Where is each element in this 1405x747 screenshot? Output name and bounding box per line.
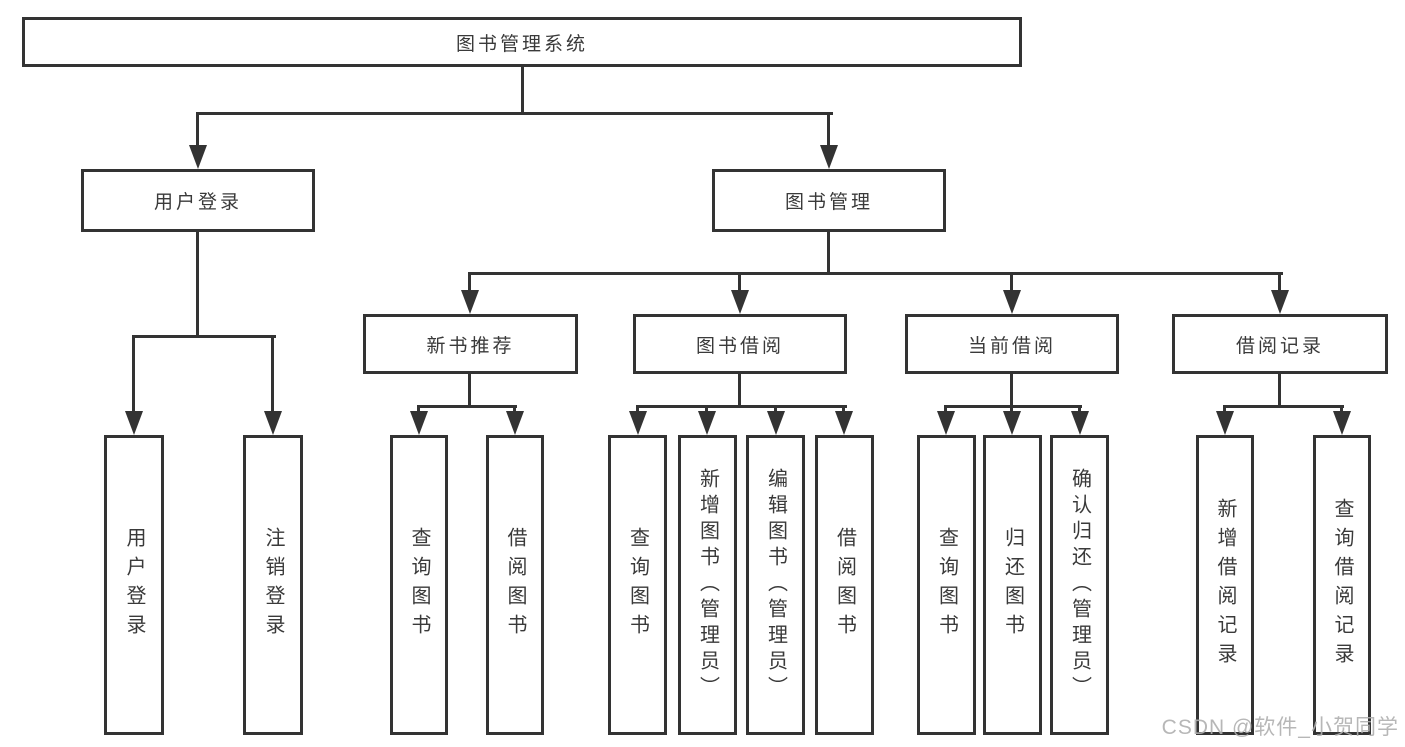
leaf-query-borrow-record: 查询借阅记录 — [1313, 435, 1371, 735]
node-new-books: 新书推荐 — [363, 314, 578, 374]
arrowhead-down-icon — [410, 411, 428, 435]
leaf-return-books: 归还图书 — [983, 435, 1042, 735]
leaf-query-books-3: 查询图书 — [917, 435, 976, 735]
leaf-add-book-admin-label: 新增图书（管理员） — [696, 468, 719, 702]
csdn-watermark: CSDN @软件_小贺同学 — [1161, 716, 1399, 739]
node-user-login: 用户登录 — [81, 169, 315, 232]
node-book-mgmt: 图书管理 — [712, 169, 946, 232]
connector-user-login-stub — [196, 232, 199, 336]
connector-drop-leaf — [705, 405, 708, 415]
connector-new-books-stub — [468, 374, 471, 408]
arrowhead-down-icon — [767, 411, 785, 435]
arrowhead-down-icon — [731, 290, 749, 314]
node-borrow-records: 借阅记录 — [1172, 314, 1388, 374]
arrowhead-down-icon — [506, 411, 524, 435]
leaf-add-book-admin: 新增图书（管理员） — [678, 435, 737, 735]
arrowhead-down-icon — [189, 145, 207, 169]
leaf-query-books-2: 查询图书 — [608, 435, 667, 735]
connector-drop-leaf — [636, 405, 639, 415]
connector-drop-leaf — [513, 405, 516, 415]
node-current-borrow: 当前借阅 — [905, 314, 1119, 374]
leaf-confirm-return-admin-label: 确认归还（管理员） — [1068, 468, 1091, 702]
node-root: 图书管理系统 — [22, 17, 1022, 67]
connector-drop-leaf — [774, 405, 777, 415]
leaf-confirm-return-admin: 确认归还（管理员） — [1050, 435, 1109, 735]
connector-drop-borrow-records — [1278, 272, 1281, 292]
leaf-return-books-label: 归还图书 — [1001, 527, 1024, 643]
leaf-edit-book-admin-label: 编辑图书（管理员） — [764, 468, 787, 702]
connector-drop-leaf — [1078, 405, 1081, 415]
connector-borrow-records-stub — [1278, 374, 1281, 408]
connector-current-borrow-bus — [944, 405, 1082, 408]
connector-drop-leaf — [132, 335, 135, 413]
connector-root-bus — [197, 112, 833, 115]
node-user-login-label: 用户登录 — [153, 192, 242, 213]
connector-drop-leaf — [1340, 405, 1343, 415]
leaf-borrow-books-1-label: 借阅图书 — [504, 527, 526, 643]
connector-borrow-records-bus — [1223, 405, 1344, 408]
connector-new-books-bus — [417, 405, 517, 408]
leaf-user-login: 用户登录 — [104, 435, 164, 735]
arrowhead-down-icon — [820, 145, 838, 169]
connector-drop-leaf — [1223, 405, 1226, 415]
node-new-books-label: 新书推荐 — [426, 335, 515, 357]
connector-user-login-bus — [132, 335, 276, 338]
leaf-query-books-1-label: 查询图书 — [408, 527, 430, 643]
node-current-borrow-label: 当前借阅 — [967, 335, 1056, 357]
arrowhead-down-icon — [937, 411, 955, 435]
leaf-query-borrow-record-label: 查询借阅记录 — [1331, 498, 1353, 672]
connector-drop-leaf — [944, 405, 947, 415]
connector-drop-leaf — [1010, 405, 1013, 415]
connector-drop-leaf — [842, 405, 845, 415]
arrowhead-down-icon — [1003, 290, 1021, 314]
arrowhead-down-icon — [461, 290, 479, 314]
arrowhead-down-icon — [1216, 411, 1234, 435]
connector-drop-current-borrow — [1010, 272, 1013, 292]
connector-book-borrow-bus — [636, 405, 847, 408]
connector-current-borrow-stub — [1010, 374, 1013, 408]
leaf-edit-book-admin: 编辑图书（管理员） — [746, 435, 805, 735]
arrowhead-down-icon — [1003, 411, 1021, 435]
connector-drop-book-borrow — [738, 272, 741, 292]
leaf-add-borrow-record-label: 新增借阅记录 — [1214, 498, 1236, 672]
arrowhead-down-icon — [835, 411, 853, 435]
node-book-borrow: 图书借阅 — [633, 314, 847, 374]
leaf-query-books-3-label: 查询图书 — [935, 527, 958, 643]
arrowhead-down-icon — [629, 411, 647, 435]
leaf-borrow-books-2: 借阅图书 — [815, 435, 874, 735]
arrowhead-down-icon — [264, 411, 282, 435]
leaf-logout-label: 注销登录 — [262, 527, 284, 643]
node-book-mgmt-label: 图书管理 — [784, 192, 873, 213]
leaf-query-books-1: 查询图书 — [390, 435, 448, 735]
connector-drop-book-mgmt — [827, 112, 830, 147]
arrowhead-down-icon — [1333, 411, 1351, 435]
node-borrow-records-label: 借阅记录 — [1235, 335, 1324, 357]
connector-drop-leaf — [271, 335, 274, 413]
leaf-borrow-books-2-label: 借阅图书 — [833, 527, 856, 643]
connector-book-borrow-stub — [738, 374, 741, 408]
arrowhead-down-icon — [125, 411, 143, 435]
leaf-borrow-books-1: 借阅图书 — [486, 435, 544, 735]
arrowhead-down-icon — [1271, 290, 1289, 314]
arrowhead-down-icon — [1071, 411, 1089, 435]
node-book-borrow-label: 图书借阅 — [695, 335, 784, 357]
connector-drop-user-login — [196, 112, 199, 147]
connector-book-mgmt-bus — [468, 272, 1283, 275]
connector-root-stub — [521, 67, 524, 112]
leaf-add-borrow-record: 新增借阅记录 — [1196, 435, 1254, 735]
leaf-user-login-label: 用户登录 — [123, 527, 145, 643]
leaf-logout: 注销登录 — [243, 435, 303, 735]
arrowhead-down-icon — [698, 411, 716, 435]
leaf-query-books-2-label: 查询图书 — [626, 527, 649, 643]
node-root-label: 图书管理系统 — [455, 33, 588, 55]
connector-book-mgmt-stub — [827, 232, 830, 274]
connector-drop-leaf — [417, 405, 420, 415]
connector-drop-new-books — [468, 272, 471, 292]
